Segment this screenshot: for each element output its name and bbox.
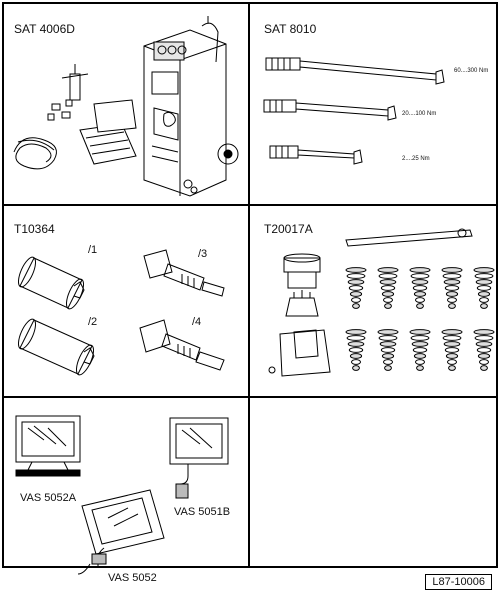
cell-empty [250, 398, 496, 566]
spring-item [345, 267, 367, 309]
tool-grid: SAT 4006D [2, 2, 498, 584]
t10364-part-2: /2 [88, 316, 98, 328]
t10364-part-1: /1 [88, 244, 98, 256]
label-vas-5052a: VAS 5052A [20, 492, 77, 504]
spring-item [377, 329, 399, 371]
t10364-title: T10364 [14, 222, 55, 236]
socket-icon [17, 249, 225, 376]
t20017a-title: T20017A [264, 222, 313, 236]
spring-item [473, 329, 495, 371]
spring-item [345, 329, 367, 371]
spring-item [473, 267, 495, 309]
spring-item [409, 267, 431, 309]
reference-code: L87-10006 [425, 574, 492, 590]
cell-sat4006d: SAT 4006D [4, 4, 250, 206]
ac-service-station-icon [13, 16, 239, 197]
cell-t10364: T10364 [4, 206, 250, 398]
cell-vas: VAS 5052A VAS 5051B VAS 5052 [4, 398, 250, 584]
t10364-part-4: /4 [192, 316, 202, 328]
sat4006d-title: SAT 4006D [14, 22, 75, 36]
spring-item [377, 267, 399, 309]
wrench-range-2: 20....100 Nm [402, 111, 437, 117]
cell-sat8010: SAT 8010 [250, 4, 496, 206]
label-vas-5052: VAS 5052 [108, 572, 157, 584]
wrench-range-3: 2....25 Nm [402, 156, 430, 162]
cell-t20017a: T20017A [250, 206, 496, 398]
label-vas-5051b: VAS 5051B [174, 506, 231, 518]
diagnostic-tester-icon [15, 415, 229, 575]
spring-set-icon [268, 228, 495, 377]
sat8010-title: SAT 8010 [264, 22, 317, 36]
spring-item [409, 329, 431, 371]
spring-item [441, 267, 463, 309]
wrench-range-1: 60....300 Nm [454, 68, 489, 74]
t10364-part-3: /3 [198, 248, 208, 260]
torque-wrench-icon [263, 57, 445, 165]
spring-item [441, 329, 463, 371]
